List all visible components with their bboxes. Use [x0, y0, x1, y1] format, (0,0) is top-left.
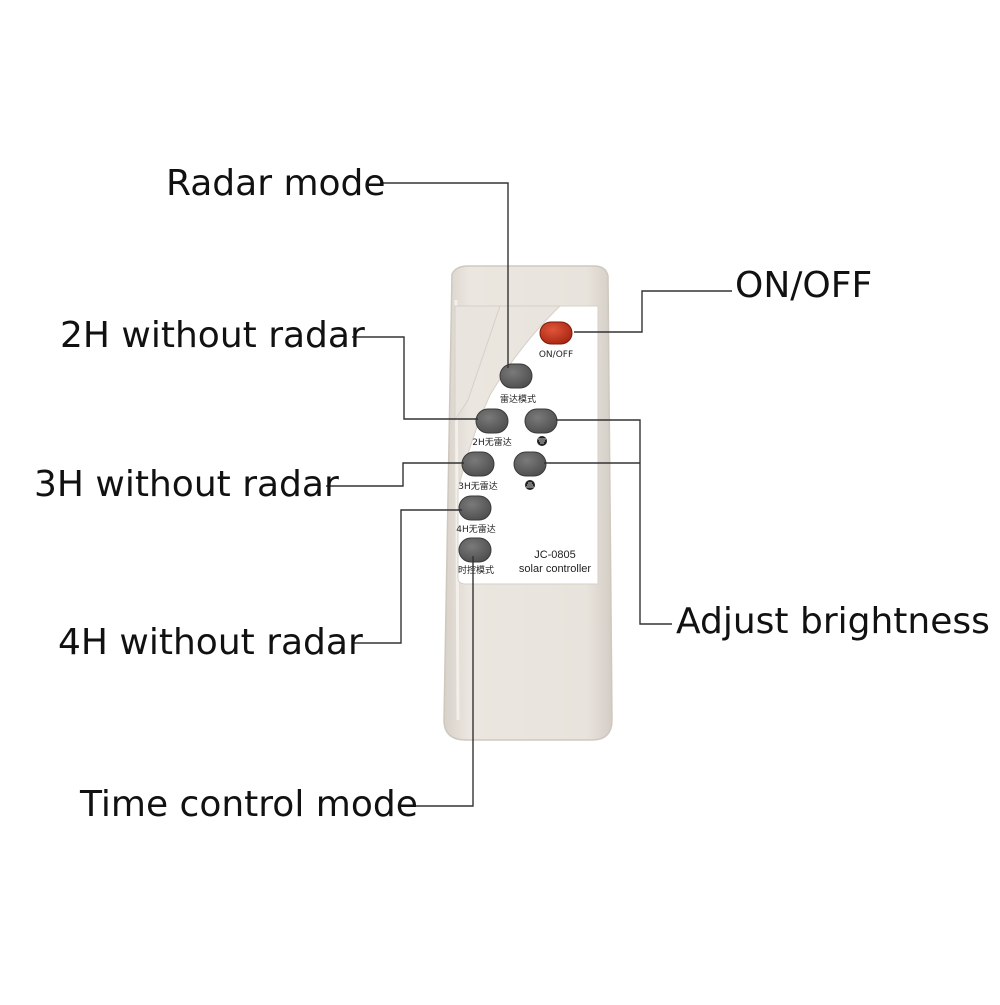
callout-3h-without-radar: 3H without radar: [34, 464, 339, 505]
three-h-button-label: 3H无雷达: [458, 480, 498, 492]
four-h-button-label: 4H无雷达: [456, 523, 496, 535]
leader-time-control: [414, 556, 474, 807]
leader-3h: [326, 462, 464, 487]
leader-on-off: [574, 290, 732, 333]
callout-adjust-brightness: Adjust brightness: [676, 601, 990, 642]
callout-radar-mode: Radar mode: [166, 163, 386, 204]
product-name: solar controller: [519, 563, 591, 575]
leader-brightness: [544, 419, 672, 625]
button-panel: [454, 305, 599, 585]
four-h-button[interactable]: [458, 495, 492, 521]
power-button-label: ON/OFF: [539, 350, 573, 360]
time-control-button-label: 时控模式: [458, 564, 494, 576]
leader-4h: [354, 509, 462, 644]
leader-lines: [326, 182, 732, 807]
brightness-up-icon: [537, 436, 547, 446]
model-number: JC-0805: [534, 549, 576, 561]
leader-radar-mode: [380, 182, 509, 368]
time-control-button[interactable]: [458, 537, 492, 563]
power-button[interactable]: [539, 321, 573, 345]
leader-2h: [352, 336, 478, 420]
brightness-down-button[interactable]: [513, 451, 547, 477]
brightness-up-button[interactable]: [524, 408, 558, 434]
callout-time-control-mode: Time control mode: [80, 784, 418, 825]
radar-mode-button-label: 雷达模式: [500, 393, 536, 405]
callout-2h-without-radar: 2H without radar: [60, 315, 365, 356]
two-h-button-label: 2H无雷达: [472, 436, 512, 448]
callout-on-off: ON/OFF: [735, 265, 873, 306]
three-h-button[interactable]: [461, 451, 495, 477]
radar-mode-button[interactable]: [499, 363, 533, 389]
brightness-down-icon: [525, 480, 535, 490]
two-h-button[interactable]: [475, 408, 509, 434]
callout-4h-without-radar: 4H without radar: [58, 622, 363, 663]
